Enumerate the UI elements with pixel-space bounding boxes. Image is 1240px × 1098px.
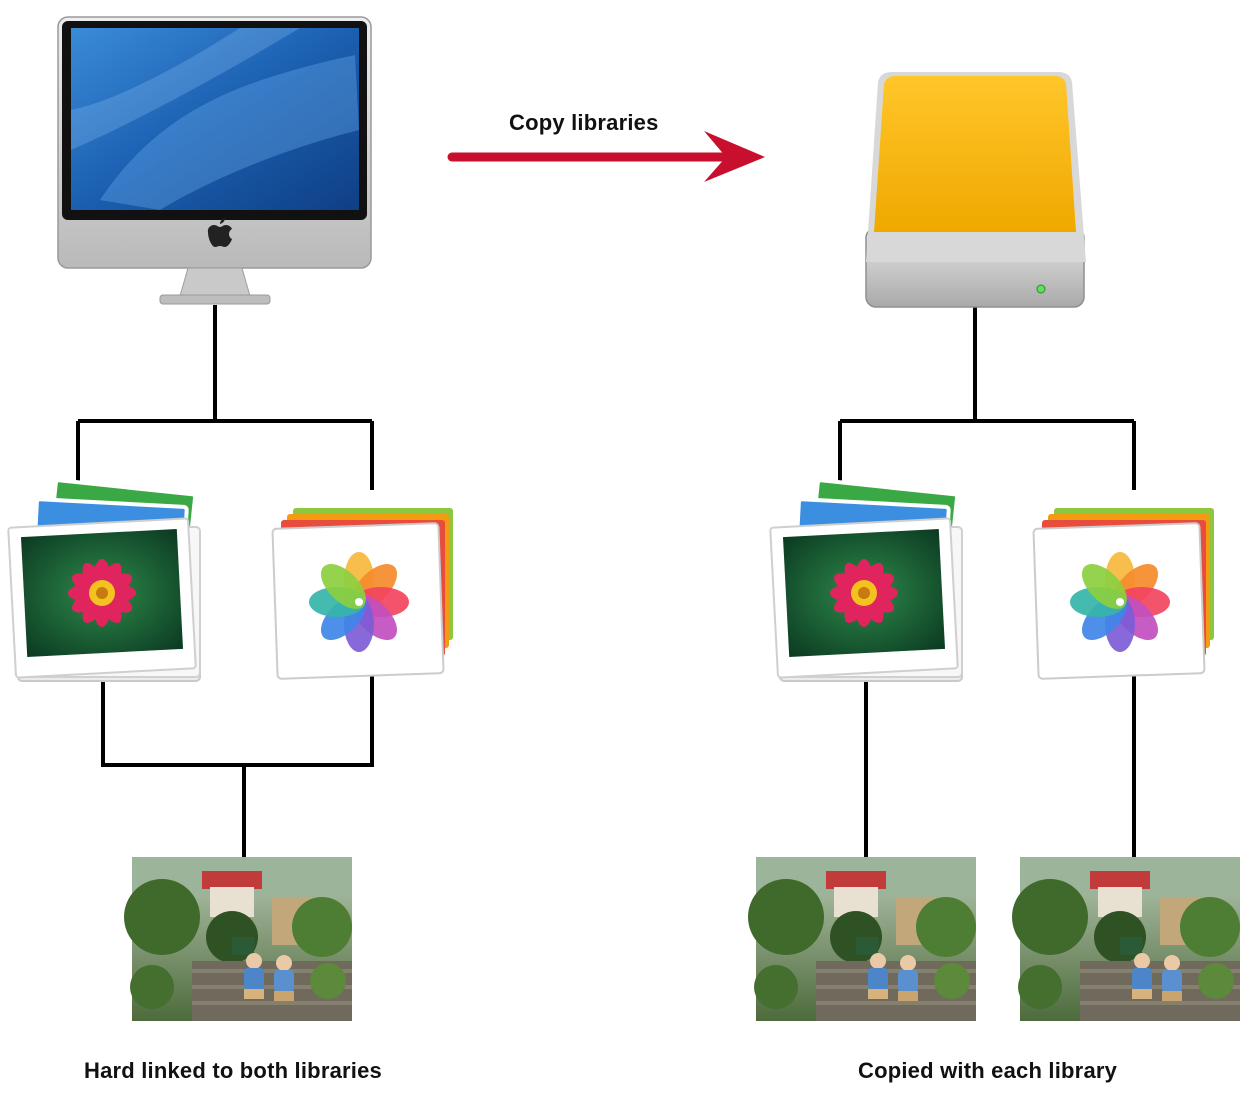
iphoto-library-icon-left [6,477,202,683]
left-connectors [76,305,374,858]
left-caption: Hard linked to both libraries [84,1058,382,1083]
copy-libraries-label: Copy libraries [509,110,659,135]
right-caption: Copied with each library [858,1058,1118,1083]
right-connectors [838,305,1136,858]
family-photo-copy-2 [1012,857,1240,1021]
photos-library-icon-right [1032,507,1215,680]
copy-arrow [447,131,765,182]
external-drive-icon [865,72,1086,308]
photos-library-icon-left [271,507,454,680]
family-photo-shared [124,857,352,1021]
family-photo-copy-1 [748,857,976,1021]
iphoto-library-icon-right [768,477,964,683]
imac-computer-icon [57,16,372,305]
